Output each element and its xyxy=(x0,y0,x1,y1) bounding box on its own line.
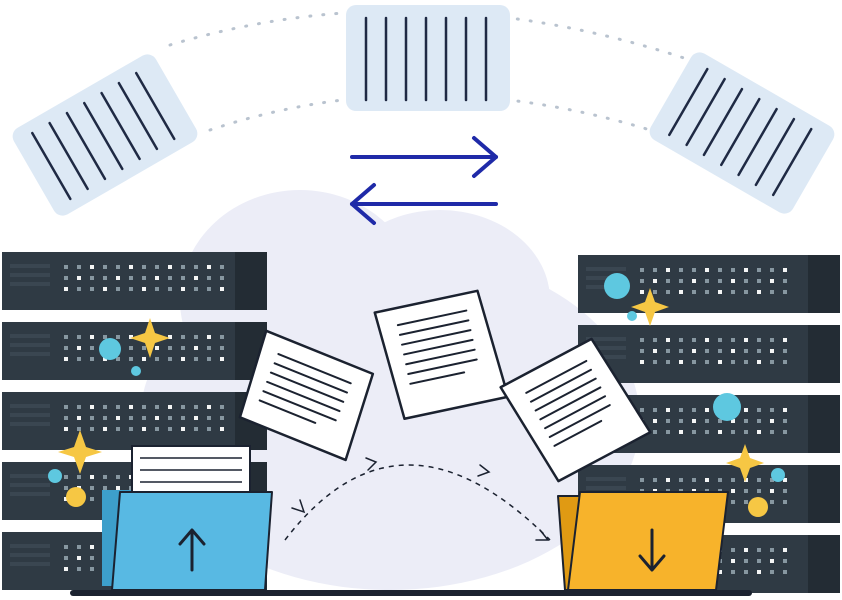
server-rack-icon xyxy=(2,252,267,310)
right-server-stack xyxy=(578,255,840,593)
sparkle-icon xyxy=(58,288,764,482)
sync-arrows-icon xyxy=(350,136,498,225)
server-rack-icon xyxy=(578,325,840,383)
top-left-panel xyxy=(12,54,198,216)
server-rack-icon xyxy=(2,392,267,450)
folder-download-icon xyxy=(557,491,729,591)
transfer-chevrons xyxy=(291,457,550,541)
top-center-panel xyxy=(346,5,510,111)
document-icon xyxy=(499,337,652,483)
ground-line xyxy=(70,590,752,596)
transfer-path xyxy=(284,464,551,541)
top-right-panel xyxy=(649,52,835,214)
status-dots xyxy=(48,273,785,517)
document-icon xyxy=(238,329,375,462)
folder-upload-icon xyxy=(102,445,273,591)
